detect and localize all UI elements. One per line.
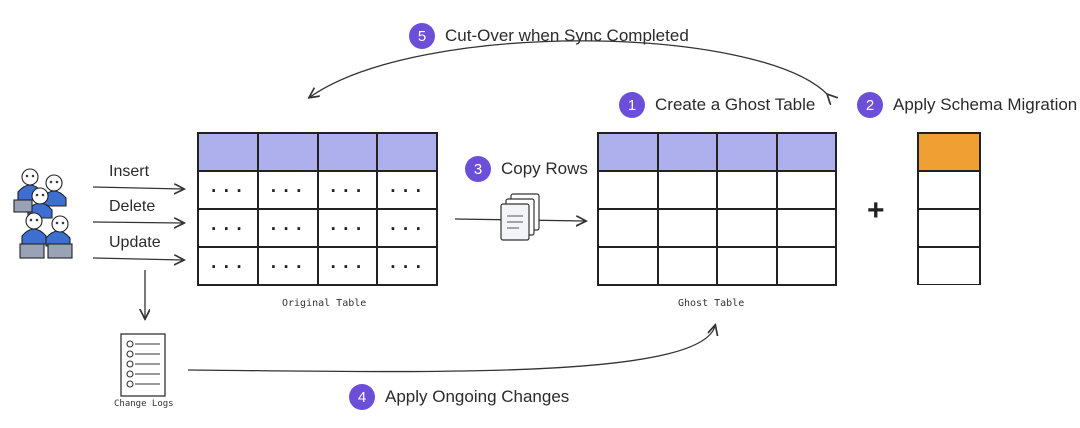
table-cell: ··· <box>317 209 378 247</box>
ghost-table <box>597 132 837 286</box>
insert-arrow <box>92 187 183 189</box>
ongoing-changes-arrow <box>187 326 715 373</box>
table-cell <box>598 247 658 285</box>
table-cell: ··· <box>198 171 258 209</box>
table-cell <box>776 171 836 209</box>
table-cell <box>918 247 980 285</box>
original-table: ··· ··· ··· ··· ··· ··· ··· ··· ··· ··· … <box>197 132 438 286</box>
original-table-caption: Original Table <box>282 298 367 309</box>
users-group-icon <box>13 168 73 259</box>
table-cell <box>717 171 777 209</box>
table-cell: ··· <box>317 171 378 209</box>
table-cell: ··· <box>257 171 318 209</box>
step-5: 5 Cut-Over when Sync Completed <box>409 22 689 50</box>
schema-migration-column <box>917 132 981 285</box>
table-cell: ··· <box>198 247 258 285</box>
new-column-header <box>918 133 980 171</box>
step-3: 3 Copy Rows <box>465 155 588 183</box>
table-cell <box>776 247 836 285</box>
update-arrow <box>92 258 183 260</box>
cutover-arrow <box>310 40 828 97</box>
table-cell: ··· <box>377 209 437 247</box>
step-4-badge: 4 <box>349 384 375 410</box>
table-header-cell <box>377 133 437 171</box>
table-header-cell <box>717 133 777 171</box>
delete-label: Delete <box>109 198 156 215</box>
table-header-cell <box>776 133 836 171</box>
update-label: Update <box>109 234 161 251</box>
step-2-label: Apply Schema Migration <box>893 95 1078 114</box>
step-2-badge: 2 <box>857 92 883 118</box>
step-5-label: Cut-Over when Sync Completed <box>445 26 689 45</box>
table-cell: ··· <box>377 171 437 209</box>
change-logs-caption: Change Logs <box>114 399 174 409</box>
table-cell <box>598 209 658 247</box>
delete-arrow <box>92 222 183 223</box>
table-header-cell <box>598 133 658 171</box>
step-2: 2 Apply Schema Migration <box>857 91 1077 119</box>
table-cell <box>717 247 777 285</box>
table-cell <box>657 209 717 247</box>
table-cell: ··· <box>257 209 318 247</box>
step-4-label: Apply Ongoing Changes <box>385 387 570 406</box>
table-cell: ··· <box>377 247 437 285</box>
table-cell <box>657 247 717 285</box>
table-cell <box>598 171 658 209</box>
table-cell <box>776 209 836 247</box>
step-5-badge: 5 <box>409 23 435 49</box>
table-cell <box>657 171 717 209</box>
insert-label: Insert <box>109 163 150 180</box>
table-cell: ··· <box>317 247 378 285</box>
step-4: 4 Apply Ongoing Changes <box>349 383 569 411</box>
table-cell: ··· <box>198 209 258 247</box>
table-cell: ··· <box>257 247 318 285</box>
plus-icon: + <box>867 194 885 227</box>
step-3-badge: 3 <box>465 156 491 182</box>
ghost-table-caption: Ghost Table <box>678 298 745 309</box>
table-header-cell <box>317 133 378 171</box>
table-header-cell <box>198 133 258 171</box>
change-logs-icon <box>120 333 166 397</box>
table-cell <box>918 209 980 247</box>
table-cell <box>918 171 980 209</box>
table-header-cell <box>257 133 318 171</box>
table-cell <box>717 209 777 247</box>
table-header-cell <box>657 133 717 171</box>
step-3-label: Copy Rows <box>501 159 588 178</box>
documents-icon <box>500 193 540 241</box>
